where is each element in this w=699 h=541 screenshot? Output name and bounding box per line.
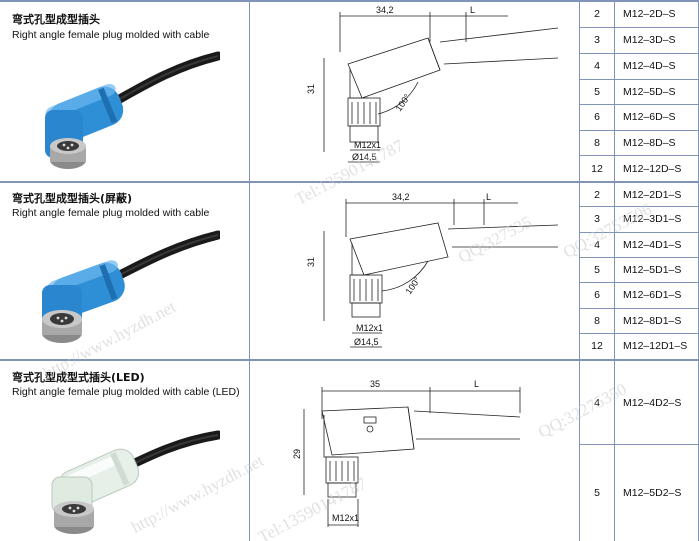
table-row: 3 M12–3D–S xyxy=(579,27,699,53)
dim-width: 34,2 xyxy=(376,5,394,15)
section-right-angle-plug-led: 弯式孔型成型式插头(LED) Right angle female plug m… xyxy=(0,361,699,541)
table-row: 3 M12–3D1–S xyxy=(579,206,699,232)
pin-count: 8 xyxy=(594,136,600,149)
column-divider-qty xyxy=(614,0,615,541)
row-divider xyxy=(579,333,699,334)
table-row: 2 M12–2D–S xyxy=(579,2,699,26)
table-row: 5 M12–5D–S xyxy=(579,79,699,104)
pin-count: 12 xyxy=(591,340,603,352)
part-number: M12–3D1–S xyxy=(623,213,682,225)
section-right-angle-plug: 弯式孔型成型插头 Right angle female plug molded … xyxy=(0,0,699,182)
product-photo xyxy=(42,230,220,343)
pin-count: 4 xyxy=(594,396,600,409)
section-right-angle-plug-shielded: 弯式孔型成型插头(屏蔽) Right angle female plug mol… xyxy=(0,183,699,359)
dim-height: 31 xyxy=(306,257,316,267)
table-row: 2 M12–2D1–S xyxy=(579,183,699,206)
pin-count: 6 xyxy=(594,111,600,123)
row-divider xyxy=(579,282,699,283)
table-row: 6 M12–6D1–S xyxy=(579,282,699,308)
pin-count: 12 xyxy=(591,162,603,175)
pin-count: 4 xyxy=(594,238,600,251)
pin-count: 3 xyxy=(594,213,600,225)
row-divider xyxy=(579,79,699,80)
dim-width: 34,2 xyxy=(392,192,410,202)
part-number: M12–2D–S xyxy=(623,8,676,20)
part-number: M12–6D1–S xyxy=(623,289,682,301)
pin-count: 8 xyxy=(594,314,600,327)
dim-length: L xyxy=(474,379,479,389)
dimension-drawing: 35 L 29 M12x1 xyxy=(292,379,521,527)
part-number: M12–2D1–S xyxy=(623,188,682,201)
part-number: M12–8D–S xyxy=(623,136,676,149)
pin-count: 5 xyxy=(594,263,600,276)
product-photo xyxy=(51,430,220,534)
section-divider xyxy=(0,181,699,183)
dim-length: L xyxy=(470,5,475,15)
part-number: M12–4D–S xyxy=(623,60,676,72)
part-number: M12–12D1–S xyxy=(623,340,688,352)
column-divider-right xyxy=(579,0,580,541)
part-number: M12–5D1–S xyxy=(623,263,682,276)
section-divider xyxy=(0,359,699,361)
pin-count: 2 xyxy=(594,188,600,201)
dim-diameter: Ø14,5 xyxy=(354,337,379,347)
dim-thread: M12x1 xyxy=(332,513,359,523)
table-row: 8 M12–8D1–S xyxy=(579,308,699,333)
dim-width: 35 xyxy=(370,379,380,389)
part-number: M12–4D1–S xyxy=(623,238,682,251)
pin-count: 3 xyxy=(594,34,600,46)
dim-length: L xyxy=(486,192,491,202)
section-title-cn: 弯式孔型成型插头(屏蔽) xyxy=(12,192,133,205)
table-row: 12 M12–12D1–S xyxy=(579,333,699,359)
section-title-en: Right angle female plug molded with cabl… xyxy=(12,29,210,41)
pin-count: 2 xyxy=(594,8,600,20)
row-divider xyxy=(579,104,699,105)
table-row: 4 M12–4D1–S xyxy=(579,232,699,257)
dim-height: 29 xyxy=(292,449,302,459)
row-divider xyxy=(579,444,699,445)
part-number: M12–8D1–S xyxy=(623,314,682,327)
part-number: M12–5D–S xyxy=(623,85,676,98)
table-row: 8 M12–8D–S xyxy=(579,130,699,155)
table-row: 12 M12–12D–S xyxy=(579,155,699,182)
part-number: M12–12D–S xyxy=(623,162,682,175)
dim-thread: M12x1 xyxy=(356,323,383,333)
section-title-en: Right angle female plug molded with cabl… xyxy=(12,386,240,398)
pin-count: 5 xyxy=(594,486,600,499)
row-divider xyxy=(579,155,699,156)
row-divider xyxy=(579,232,699,233)
row-divider xyxy=(579,53,699,54)
pin-count: 6 xyxy=(594,289,600,301)
product-photo xyxy=(45,51,220,169)
row-divider xyxy=(579,130,699,131)
row-divider xyxy=(579,257,699,258)
part-number: M12–4D2–S xyxy=(623,396,682,409)
part-number: M12–6D–S xyxy=(623,111,676,123)
dim-angle: 100° xyxy=(403,275,422,296)
row-divider xyxy=(579,308,699,309)
dim-diameter: Ø14,5 xyxy=(352,152,377,162)
table-row: 5 M12–5D1–S xyxy=(579,257,699,282)
dimension-drawing: 34,2 L 31 100° M12x1 Ø14,5 xyxy=(306,192,559,348)
table-row: 4 M12–4D2–S xyxy=(579,361,699,444)
part-number: M12–3D–S xyxy=(623,34,676,46)
row-divider xyxy=(579,27,699,28)
section-title-cn: 弯式孔型成型插头 xyxy=(12,13,100,26)
column-divider-left xyxy=(249,0,250,541)
row-divider xyxy=(579,206,699,207)
section-title-en: Right angle female plug molded with cabl… xyxy=(12,207,210,219)
table-row: 6 M12–6D–S xyxy=(579,104,699,130)
pin-count: 4 xyxy=(594,60,600,72)
table-row: 4 M12–4D–S xyxy=(579,53,699,79)
top-border xyxy=(0,0,699,2)
pin-count: 5 xyxy=(594,85,600,98)
table-row: 5 M12–5D2–S xyxy=(579,444,699,541)
part-number: M12–5D2–S xyxy=(623,486,682,499)
dim-thread: M12x1 xyxy=(354,140,381,150)
section-title-cn: 弯式孔型成型式插头(LED) xyxy=(12,371,145,384)
dim-height: 31 xyxy=(306,84,316,94)
dimension-drawing: 34,2 L 31 100° M12x1 Ø14,5 xyxy=(306,5,559,163)
